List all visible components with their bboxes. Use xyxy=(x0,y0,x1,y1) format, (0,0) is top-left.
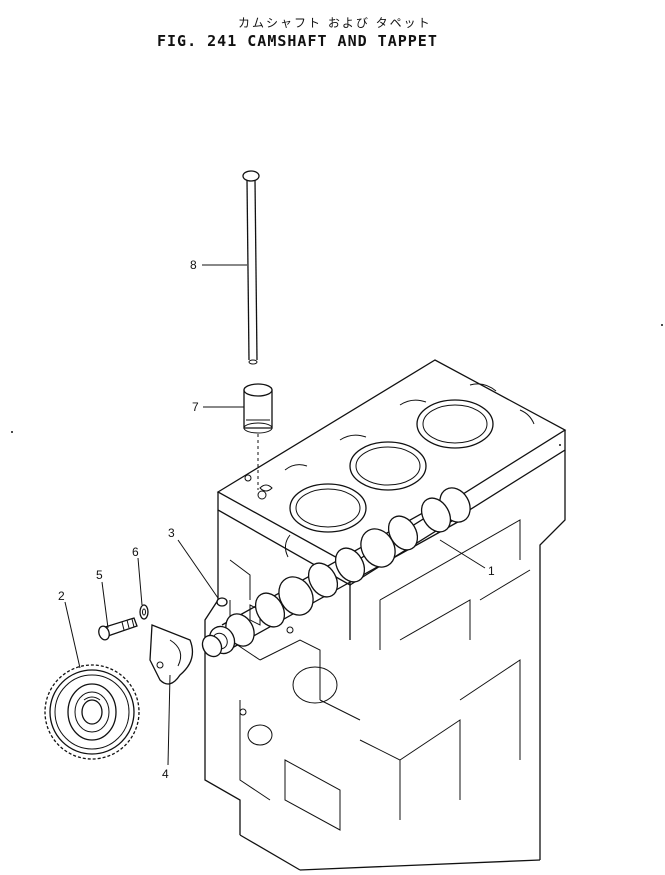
callout-5: 5 xyxy=(96,568,103,582)
thrust-plate-part-4 xyxy=(149,624,194,685)
camshaft-part-1 xyxy=(201,487,471,658)
figure-title: FIG. 241 CAMSHAFT AND TAPPET xyxy=(157,32,438,50)
cam-gear-part-2 xyxy=(44,664,140,760)
leader-lines xyxy=(64,264,486,766)
callout-7: 7 xyxy=(192,400,199,414)
callout-1: 1 xyxy=(488,564,495,578)
callout-8: 8 xyxy=(190,258,197,272)
callout-2: 2 xyxy=(58,589,65,603)
washer-part-6 xyxy=(139,604,149,620)
push-rod-part-8 xyxy=(242,170,260,365)
figure-title-japanese: カムシャフト および タペット xyxy=(238,16,432,30)
tappet-part-7 xyxy=(243,383,273,490)
callout-6: 6 xyxy=(132,545,139,559)
pin-part-3 xyxy=(216,597,228,607)
callout-4: 4 xyxy=(162,767,169,781)
bolt-part-5 xyxy=(98,617,138,641)
callout-3: 3 xyxy=(168,526,175,540)
